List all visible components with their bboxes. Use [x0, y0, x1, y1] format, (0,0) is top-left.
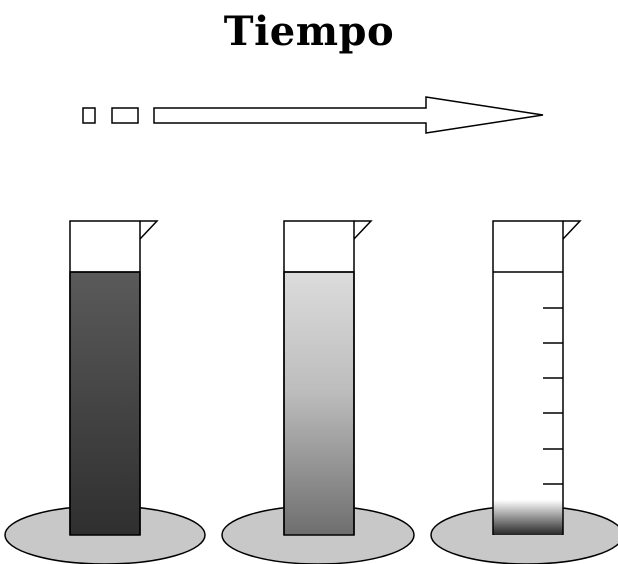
- cylinder-spout: [353, 220, 373, 240]
- cylinder-clear-liquid: [493, 272, 563, 535]
- cylinder-sediment: [493, 500, 563, 535]
- cylinder-3: [430, 220, 618, 564]
- graduation-marks: [543, 307, 563, 485]
- time-arrow: [82, 96, 544, 134]
- arrow-shaft-head: [153, 96, 544, 134]
- cylinder-outline: [283, 220, 355, 535]
- diagram-title: Tiempo: [223, 8, 395, 55]
- cylinder-spout: [139, 220, 159, 240]
- cylinder-spout: [562, 220, 582, 240]
- cylinder-liquid-dark: [69, 271, 141, 536]
- cylinder-outline: [69, 220, 141, 535]
- cylinder-1: [4, 220, 206, 564]
- cylinder-liquid-graded: [283, 271, 355, 536]
- arrow-dash-medium: [111, 107, 139, 124]
- cylinder-2: [221, 220, 415, 564]
- arrow-dash-small: [82, 107, 96, 124]
